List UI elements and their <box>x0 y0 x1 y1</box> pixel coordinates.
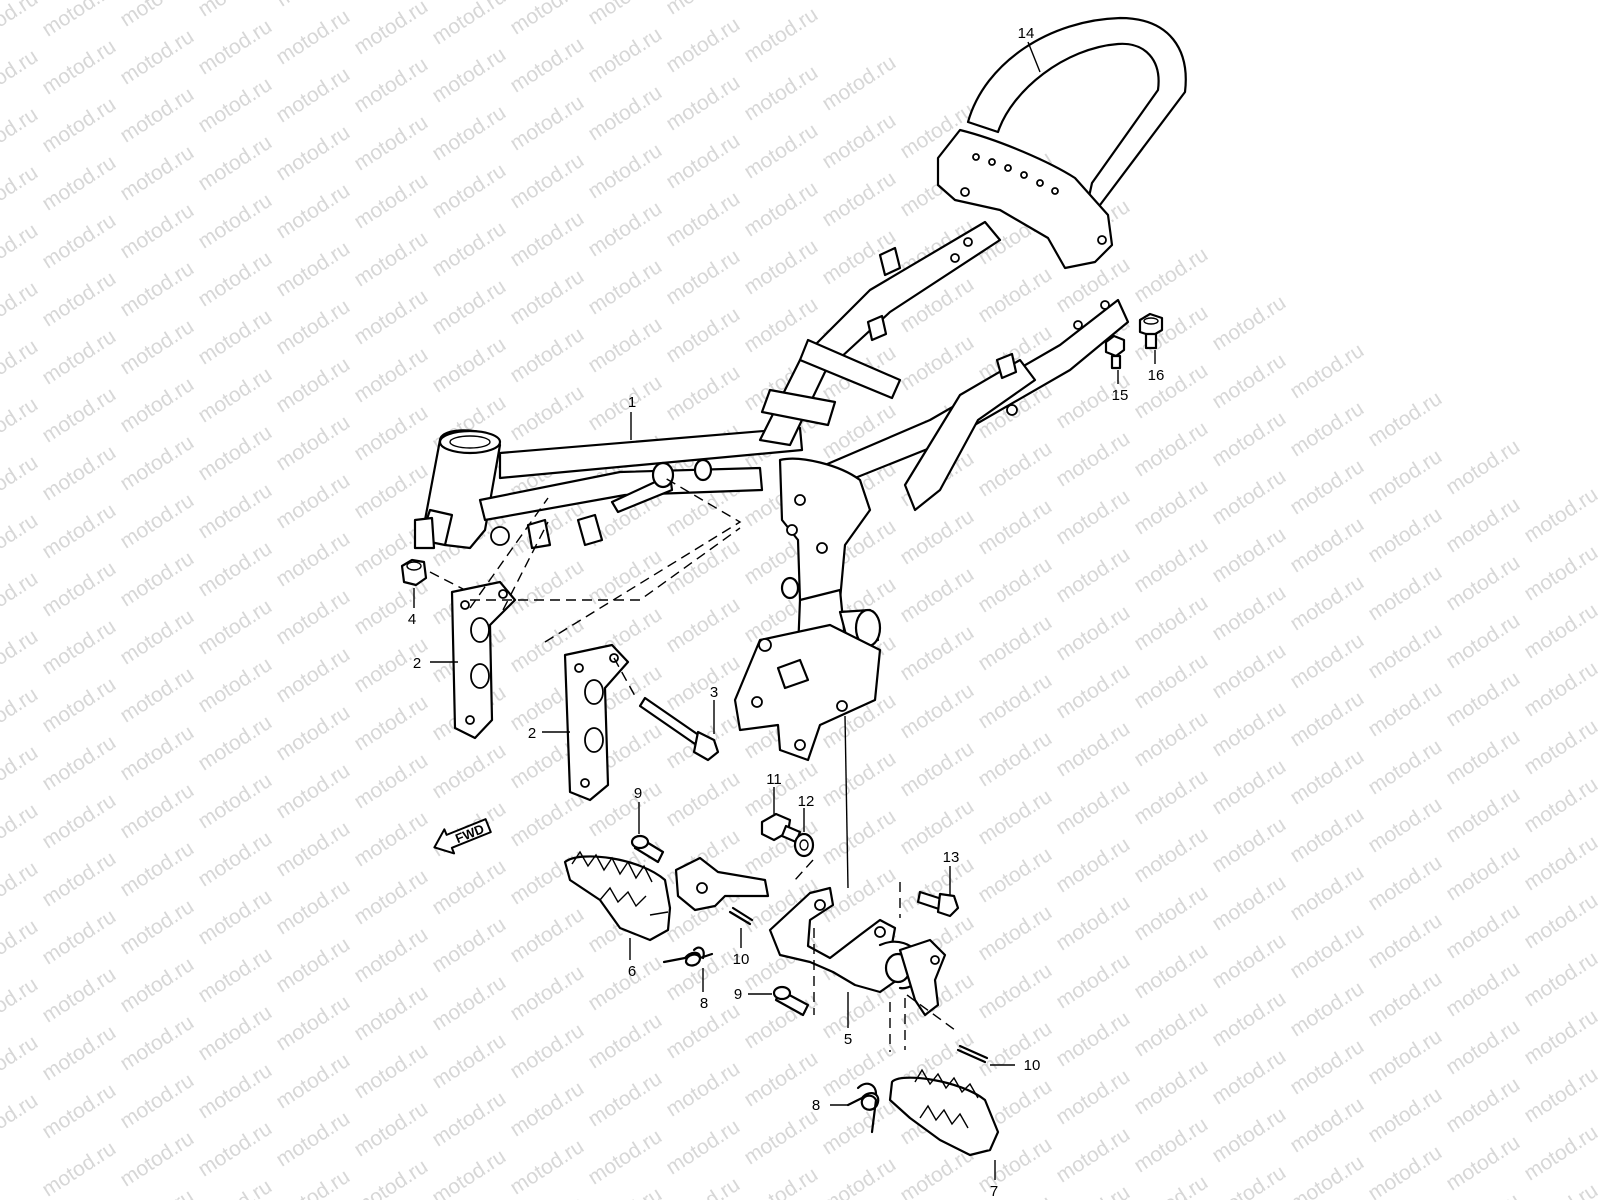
bolt-part-3 <box>638 696 720 762</box>
engine-mount-plate-part-2a <box>450 580 517 740</box>
callout-9b: 9 <box>734 986 742 1003</box>
callout-8a: 8 <box>700 995 708 1012</box>
spring-part-8a <box>662 946 714 967</box>
footpeg-part-7 <box>888 1068 1000 1180</box>
bolt-part-15 <box>1104 334 1126 370</box>
cotter-pin-part-10b <box>956 1044 989 1064</box>
fwd-label: FWD <box>453 821 486 846</box>
rear-carrier-part-14 <box>936 16 1187 270</box>
bolt-part-13 <box>916 890 960 918</box>
pin-part-9a <box>630 834 665 864</box>
footrest-bracket-part-5 <box>768 886 947 1017</box>
callout-5: 5 <box>844 1031 852 1048</box>
callout-9a: 9 <box>634 785 642 802</box>
callout-3: 3 <box>710 684 718 701</box>
footpeg-part-6 <box>563 850 672 960</box>
callout-8b: 8 <box>812 1097 820 1114</box>
engine-mount-plate-part-2b <box>563 643 630 802</box>
nut-part-4 <box>400 558 428 587</box>
callout-7: 7 <box>990 1183 998 1200</box>
callout-15: 15 <box>1112 387 1129 404</box>
spring-part-8b <box>846 1082 880 1134</box>
fwd-direction-badge: FWD <box>433 818 492 855</box>
callout-10a: 10 <box>733 951 750 968</box>
bolt-part-11 <box>760 812 802 844</box>
callout-2b: 2 <box>528 725 536 742</box>
washer-part-12 <box>793 832 815 858</box>
callout-2a: 2 <box>413 655 421 672</box>
callout-1: 1 <box>628 394 636 411</box>
pin-part-9b <box>772 985 810 1017</box>
callout-4: 4 <box>408 611 416 628</box>
main-frame-part-1 <box>413 220 1130 762</box>
bolt-part-16 <box>1138 312 1164 350</box>
callout-12: 12 <box>798 793 815 810</box>
callout-14: 14 <box>1018 25 1035 42</box>
callout-16: 16 <box>1148 367 1165 384</box>
footrest-bracket-left <box>674 856 770 912</box>
callout-13: 13 <box>943 849 960 866</box>
callout-11: 11 <box>766 771 782 788</box>
callout-10b: 10 <box>1024 1057 1041 1074</box>
cotter-pin-part-10a <box>728 906 754 926</box>
callout-6: 6 <box>628 963 636 980</box>
